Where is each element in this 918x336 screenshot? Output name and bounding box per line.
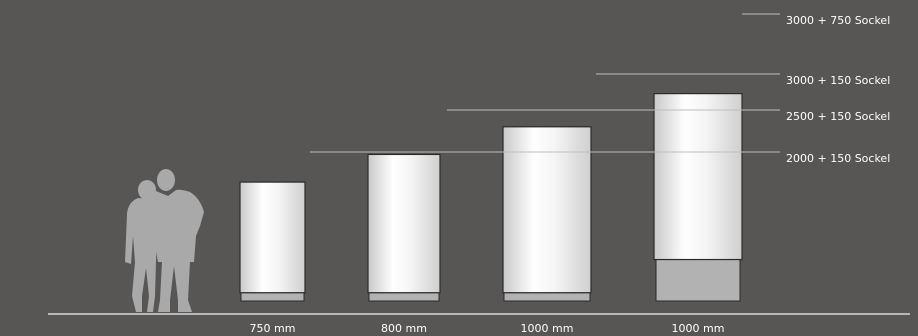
width-label: 1000 mm xyxy=(672,322,725,335)
height-label: 3000 + 150 Sockel xyxy=(786,74,890,87)
height-label: 2500 + 150 Sockel xyxy=(786,110,890,123)
pillar-body xyxy=(239,181,306,294)
couple-silhouette-icon xyxy=(125,169,204,312)
height-label: 2000 + 150 Sockel xyxy=(786,152,890,165)
width-label: 1000 mm xyxy=(521,322,574,335)
pillar-socket xyxy=(368,292,440,302)
pillar-socket xyxy=(655,259,741,302)
pillar-socket xyxy=(240,292,305,302)
pillar-body xyxy=(502,126,592,294)
pillar-socket xyxy=(503,292,591,302)
height-label: 3000 + 750 Sockel xyxy=(786,14,890,27)
width-label: 800 mm xyxy=(381,322,427,335)
width-label: 750 mm xyxy=(250,322,296,335)
pillar-body xyxy=(653,93,743,261)
pillar-body xyxy=(367,153,441,294)
